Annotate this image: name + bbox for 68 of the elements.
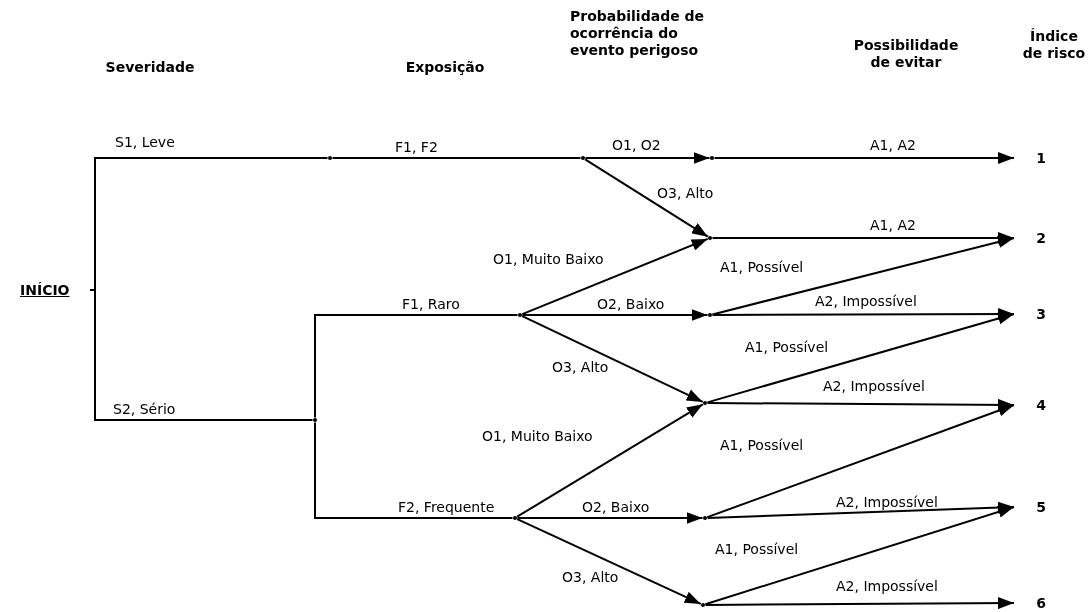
arrow <box>521 237 709 316</box>
arrow <box>706 501 1015 519</box>
junction-dot <box>513 516 517 520</box>
column-heading: Probabilidade de ocorrência do evento perigoso <box>570 8 706 59</box>
start-label: INÍCIO <box>20 281 90 299</box>
arrow <box>711 308 1015 321</box>
risk-index-number: 4 <box>1014 396 1046 414</box>
edge-label: O3, Alto <box>552 359 609 375</box>
arrow <box>706 312 1015 404</box>
arrow <box>706 398 1015 411</box>
edge-label: A1, Possível <box>745 339 829 355</box>
junction-dot <box>703 516 707 520</box>
edge-label: A1, Possível <box>715 541 799 557</box>
edge-label: A2, Impossível <box>836 578 938 594</box>
arrow <box>711 236 1015 316</box>
edge-label: O2, Baixo <box>597 296 665 312</box>
connector-line <box>314 314 519 419</box>
column-heading: Índice de risco <box>1021 28 1087 62</box>
arrow <box>713 152 1015 164</box>
junction-dot <box>708 236 712 240</box>
junction-dot <box>710 156 714 160</box>
column-heading: Exposição <box>404 59 486 76</box>
edge-label: O1, Muito Baixo <box>493 251 604 267</box>
arrow <box>584 158 709 238</box>
edge-label: A1, A2 <box>870 137 916 153</box>
arrow <box>704 506 1015 606</box>
edge-label: S2, Sério <box>113 401 176 417</box>
edge-label: A1, A2 <box>870 217 916 233</box>
arrow <box>516 403 704 518</box>
risk-index-number: 6 <box>1014 594 1046 612</box>
edge-label: F1, Raro <box>402 296 460 312</box>
edge-label: O3, Alto <box>562 569 619 585</box>
arrow <box>706 404 1015 519</box>
edge-label: O1, O2 <box>612 137 661 153</box>
edge-label: A2, Impossível <box>815 293 917 309</box>
junction-dot <box>328 156 332 160</box>
connector-line <box>331 157 582 159</box>
connector-line <box>89 289 314 421</box>
edge-label: O2, Baixo <box>582 499 650 515</box>
edge-label: F2, Frequente <box>398 499 495 515</box>
junction-dot <box>313 418 317 422</box>
edge-label: A2, Impossível <box>823 378 925 394</box>
junction-dot <box>703 401 707 405</box>
edge-label: S1, Leve <box>115 134 175 150</box>
junction-dot <box>581 156 585 160</box>
arrow <box>516 512 704 524</box>
arrow <box>584 152 711 164</box>
risk-index-number: 5 <box>1014 498 1046 516</box>
arrow <box>521 309 709 321</box>
edge-label: F1, F2 <box>395 139 438 155</box>
connector-line <box>314 421 514 519</box>
risk-index-number: 1 <box>1014 149 1046 167</box>
junction-dot <box>708 313 712 317</box>
edge-label: A1, Possível <box>720 437 804 453</box>
arrow <box>516 518 702 605</box>
risk-index-number: 2 <box>1014 229 1046 247</box>
column-heading: Severidade <box>104 59 196 76</box>
junction-dot <box>518 313 522 317</box>
arrow <box>704 597 1015 610</box>
edge-label: O3, Alto <box>657 185 714 201</box>
arrow <box>521 315 704 403</box>
edge-label: A2, Impossível <box>836 494 938 510</box>
edge-label: O1, Muito Baixo <box>482 428 593 444</box>
column-heading: Possibilidade de evitar <box>852 37 960 71</box>
arrow <box>711 232 1015 244</box>
edge-label: A1, Possível <box>720 259 804 275</box>
risk-index-number: 3 <box>1014 305 1046 323</box>
junction-dot <box>701 603 705 607</box>
